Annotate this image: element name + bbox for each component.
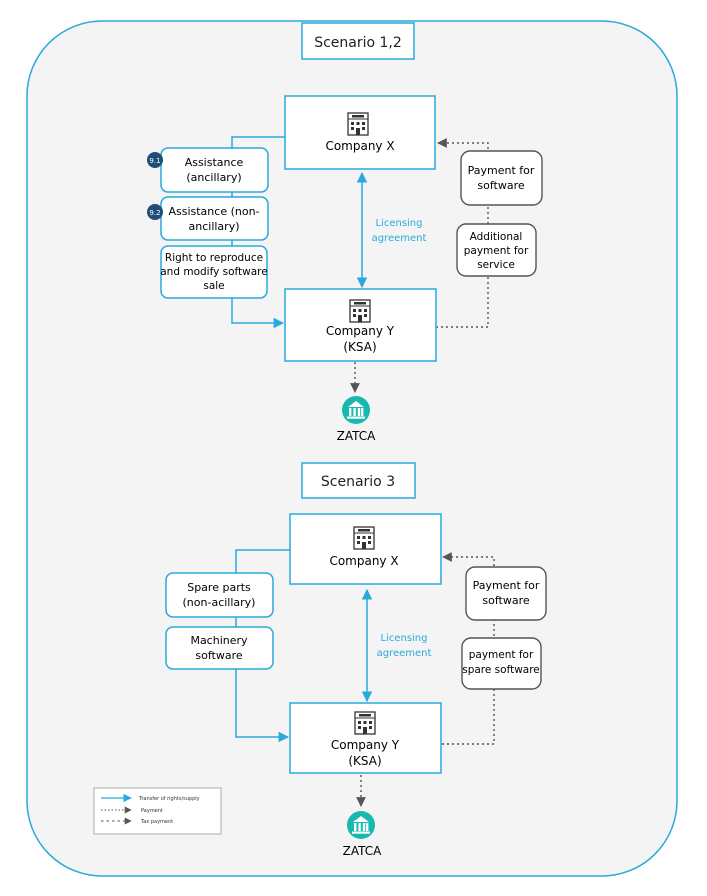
bank-icon <box>347 811 375 839</box>
scenario-3-payment-2: payment for spare software <box>461 637 542 690</box>
badge-label: 9.2 <box>149 209 160 217</box>
scenario-12-licensing-line-2: agreement <box>372 233 427 244</box>
payment-line: Payment for <box>473 579 540 592</box>
company-x-label: Company X <box>329 554 398 568</box>
item-line: Assistance (non- <box>168 205 259 218</box>
scenario-3-title: Scenario 3 <box>321 474 395 490</box>
scenario-3-zatca-label: ZATCA <box>343 844 383 858</box>
legend-label: Tax payment <box>140 819 173 825</box>
scenario-3-company-x: Company X <box>289 513 442 585</box>
scenario-12-item-2: Assistance (non- ancillary) <box>160 196 269 241</box>
bank-icon <box>342 396 370 424</box>
scenario-12-company-x: Company X <box>284 95 436 170</box>
scenario-12-item-1: Assistance (ancillary) <box>160 147 269 193</box>
scenario-12-payment-2: Additional payment for service <box>456 223 537 277</box>
item-line: ancillary) <box>189 220 240 233</box>
building-icon <box>354 711 376 735</box>
scenario-3-payment-1: Payment for software <box>465 566 547 621</box>
scenario-12-company-y: Company Y (KSA) <box>284 288 437 362</box>
item-line: Assistance <box>185 156 244 169</box>
company-x-label: Company X <box>325 139 394 153</box>
company-y-label: Company Y <box>326 324 395 338</box>
item-line: software <box>195 649 242 662</box>
scenario-12-payment-1: Payment for software <box>460 150 543 206</box>
scenario-3-company-y: Company Y (KSA) <box>289 702 442 774</box>
building-icon <box>353 526 375 550</box>
scenario-12-section: Scenario 1,2 Company X Company Y (KSA) A… <box>147 22 543 443</box>
scenario-12-item-3: Right to reproduce and modify software s… <box>160 245 268 299</box>
scenario-3-item-1: Spare parts (non-acillary) <box>165 572 274 618</box>
scenario-3-licensing-line-2: agreement <box>377 648 432 659</box>
building-icon <box>349 299 371 323</box>
legend-label: Payment <box>141 808 163 814</box>
scenario-3-item-2: Machinery software <box>165 626 274 670</box>
scenario-3-licensing-line-1: Licensing <box>380 633 427 644</box>
payment-line: Additional <box>470 231 523 243</box>
item-line: and modify software <box>160 266 267 278</box>
badge-label: 9.1 <box>149 157 160 165</box>
scenario-3-section: Scenario 3 Company X Company Y (KSA) Spa… <box>165 462 547 858</box>
item-line: Machinery <box>190 634 248 647</box>
item-line: (non-acillary) <box>183 596 256 609</box>
company-y-label: Company Y <box>331 738 400 752</box>
payment-line: service <box>477 259 515 271</box>
scenario-12-badge-2: 9.2 <box>147 204 163 220</box>
payment-line: Payment for <box>468 164 535 177</box>
item-line: Right to reproduce <box>165 252 263 264</box>
building-icon <box>347 112 369 136</box>
payment-line: software <box>477 179 524 192</box>
scenario-12-title: Scenario 1,2 <box>314 35 402 51</box>
payment-line: spare software <box>462 664 540 676</box>
payment-line: payment for <box>464 245 529 257</box>
scenario-12-licensing-line-1: Licensing <box>375 218 422 229</box>
scenario-12-title-box <box>301 22 415 60</box>
payment-line: software <box>482 594 529 607</box>
payment-line: payment for <box>469 649 534 661</box>
scenario-12-zatca-label: ZATCA <box>337 429 377 443</box>
item-line: (ancillary) <box>186 171 241 184</box>
scenario-12-badge-1: 9.1 <box>147 152 163 168</box>
legend: Transfer of rights/supply Payment Tax pa… <box>93 787 222 835</box>
item-line: sale <box>203 280 224 292</box>
legend-label: Transfer of rights/supply <box>138 796 200 802</box>
scenario-3-title-box <box>301 462 416 499</box>
company-y-sublabel: (KSA) <box>348 754 381 768</box>
item-line: Spare parts <box>187 581 251 594</box>
company-y-sublabel: (KSA) <box>343 340 376 354</box>
